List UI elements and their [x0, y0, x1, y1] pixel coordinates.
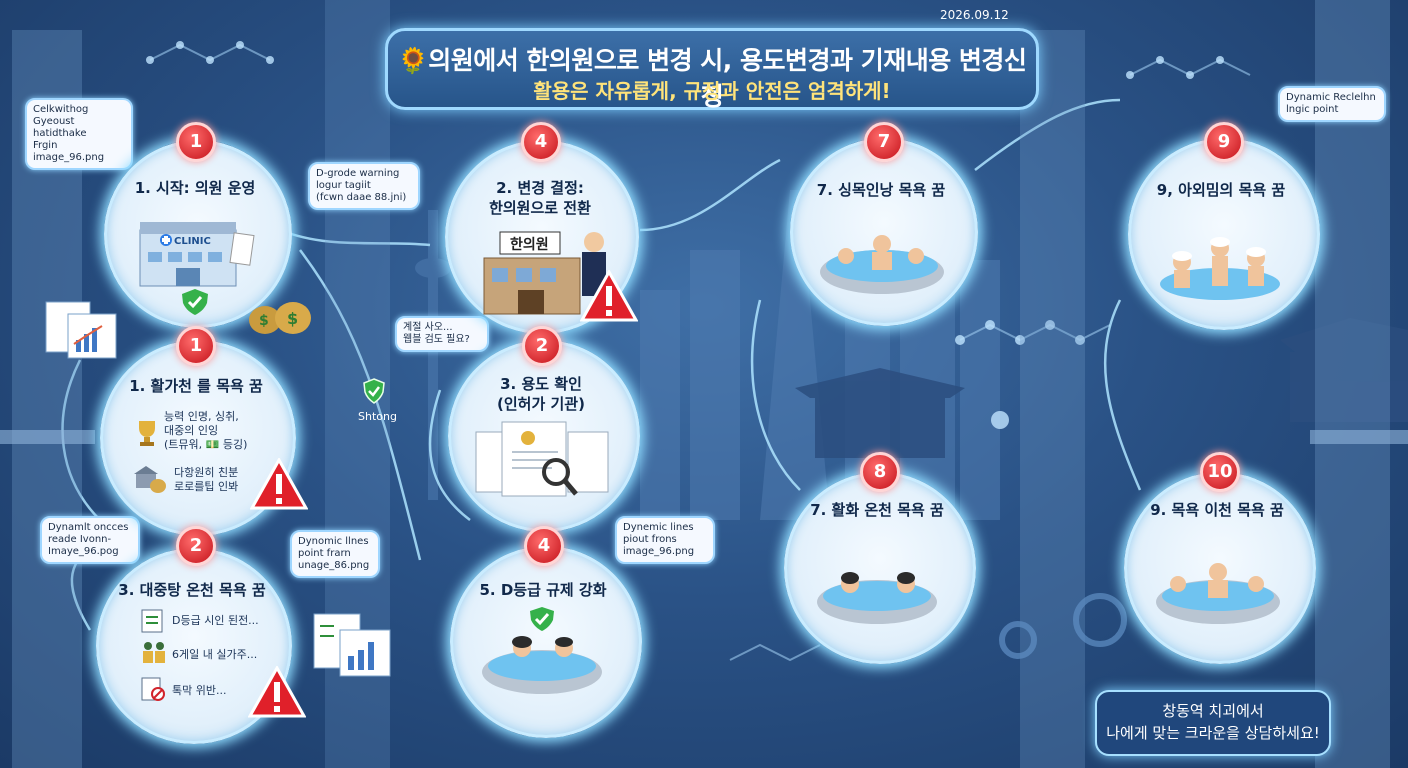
node-item-text: D등급 시인 된전...	[172, 614, 259, 627]
step-badge: 1	[176, 122, 216, 162]
shield-label: Shtong	[358, 410, 397, 423]
callout-note: D-grode warning logur tagiit (fcwn daae …	[308, 162, 420, 210]
node-title: 9. 목욕 이천 목욕 꿈	[1150, 501, 1284, 519]
node-title: 1. 시작: 의원 운영	[134, 179, 256, 197]
node-item-text: 6게일 내 실가주...	[172, 648, 258, 661]
trophy-icon	[132, 418, 162, 448]
node-item-text: 능력 인명, 싱취, 대중의 인잉 (트뮤워, 💵 등깅)	[164, 410, 248, 451]
hot-tub-illustration	[474, 626, 610, 704]
oriental-clinic-sign-text: 한의원	[510, 236, 549, 253]
flow-node-regulation	[450, 546, 642, 738]
node-title: 1. 활가천 를 목욕 꿈	[129, 377, 263, 395]
cta-line-1: 창동역 치괴에서	[1162, 702, 1264, 720]
document-magnifier-icon	[472, 418, 612, 500]
clinic-building-icon: CLINIC	[136, 212, 256, 290]
step-badge: 9	[1204, 122, 1244, 162]
svg-text:$: $	[259, 313, 269, 329]
callout-note: Dynomic llnes point frarn unage_86.png	[290, 530, 380, 578]
step-badge: 4	[524, 526, 564, 566]
node-title: 7. 활화 온천 목욕 꿈	[810, 501, 944, 519]
node-item-text: 다항원히 친분 로로를팁 인봐	[174, 466, 239, 493]
page-subtitle: 활용은 자유롭게, 규정과 안전은 엄격하게!	[533, 79, 891, 103]
checklist-icon	[140, 608, 164, 634]
people-icon	[140, 640, 168, 664]
warning-icon	[247, 664, 307, 722]
callout-note: 계절 사오... 웹블 검도 필요?	[395, 316, 489, 352]
node-title: 3. 용도 확인 (인허가 기관)	[497, 375, 585, 413]
step-badge: 10	[1200, 452, 1240, 492]
node-item-text: 톡막 위반...	[172, 684, 227, 697]
step-badge: 1	[176, 326, 216, 366]
report-chart-icon	[312, 612, 392, 678]
title-banner: 🌻의원에서 한의원으로 변경 시, 용도변경과 기재내용 변경신청 활용은 자유…	[385, 28, 1039, 111]
money-bags-icon: $$	[245, 288, 315, 336]
document-ban-icon	[140, 676, 166, 702]
svg-text:$: $	[287, 309, 298, 328]
flow-node-bath-8	[784, 472, 976, 664]
step-badge: 2	[522, 326, 562, 366]
step-badge: 8	[860, 452, 900, 492]
cta-line-2: 나에게 맞는 크라운을 상담하세요!	[1106, 724, 1320, 742]
page-title: 🌻의원에서 한의원으로 변경 시, 용도변경과 기재내용 변경신청	[397, 46, 1027, 111]
bank-money-icon	[132, 464, 166, 494]
callout-note: Celkwithog Gyeoust hatidthake Frgin imag…	[25, 98, 133, 170]
hot-tub-illustration	[812, 222, 952, 306]
node-title: 7. 싱목인낭 목욕 꿈	[816, 181, 946, 199]
step-badge: 2	[176, 526, 216, 566]
warning-icon	[579, 268, 639, 326]
callout-note: Dynamlt oncces reade Ivonn- Imaye_96.pog	[40, 516, 140, 564]
node-title: 2. 변경 결정: 한의원으로 전환	[489, 179, 591, 217]
report-chart-icon	[44, 300, 118, 360]
consult-cta-box: 창동역 치괴에서 나에게 맞는 크라운을 상담하세요!	[1095, 690, 1331, 756]
hot-tub-illustration	[1150, 228, 1290, 312]
date-label: 2026.09.12	[940, 8, 1009, 22]
shield-icon	[362, 378, 386, 404]
clinic-sign-text: CLINIC	[174, 236, 211, 247]
step-badge: 7	[864, 122, 904, 162]
callout-note: Dynemic lines piout frons image_96.png	[615, 516, 715, 564]
check-shield-icon	[528, 606, 556, 632]
hot-tub-illustration	[1148, 556, 1288, 636]
hot-tub-illustration	[810, 558, 944, 636]
oriental-clinic-building-icon: 한의원	[478, 228, 618, 318]
step-badge: 4	[521, 122, 561, 162]
node-title: 9, 아외밈의 목욕 꿈	[1156, 181, 1286, 199]
check-shield-icon	[180, 288, 210, 316]
node-title: 5. D등급 규제 강화	[479, 581, 607, 599]
node-title: 3. 대중탕 온천 목욕 꿈	[118, 581, 266, 599]
callout-note: Dynamic Reclelhn lngic point	[1278, 86, 1386, 122]
warning-icon	[249, 456, 309, 514]
